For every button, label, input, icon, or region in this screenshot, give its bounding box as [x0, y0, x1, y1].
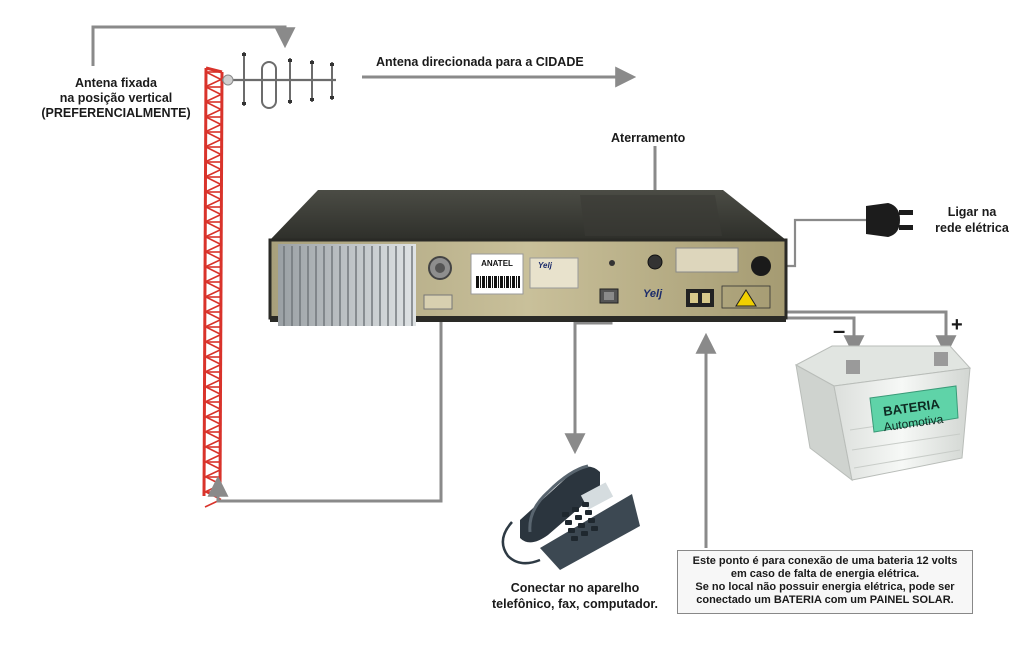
note-line-1: Este ponto é para conexão de uma bateria…	[692, 555, 958, 567]
power-socket	[751, 256, 771, 276]
power-plug-icon	[866, 203, 913, 237]
note-line-2: em caso de falta de energia elétrica.	[730, 568, 920, 580]
battery-minus-sign: –	[833, 318, 846, 343]
telephone-icon	[501, 464, 640, 570]
anatel-text: ANATEL	[481, 259, 513, 268]
grounding-label: Aterramento	[611, 131, 686, 145]
yagi-antenna	[222, 52, 336, 109]
spec-sticker	[529, 257, 579, 289]
antenna-direction-label: Antena direcionada para a CIDADE	[376, 55, 584, 69]
phone-label: Conectar no aparelho telefônico, fax, co…	[492, 581, 658, 611]
svg-text:Yelj: Yelj	[643, 288, 663, 300]
antenna-pointer-line	[91, 25, 296, 66]
note-line-3: Se no local não possuir energia elétrica…	[695, 581, 955, 593]
heatsink	[278, 244, 416, 326]
battery-note-box: Este ponto é para conexão de uma bateria…	[677, 550, 973, 614]
car-battery: BATERIA Automotiva	[794, 345, 972, 482]
transceiver-device: ANATEL Yelj Yelj	[268, 190, 788, 326]
battery-plus-sign: +	[951, 314, 963, 336]
battery-label	[869, 385, 959, 433]
note-line-4: conectado um BATERIA com um PAINEL SOLAR…	[696, 594, 954, 606]
antenna-cable-line	[207, 320, 443, 503]
power-label: Ligar na rede elétrica	[935, 205, 1009, 235]
phone-line	[564, 316, 613, 455]
antenna-fixed-label: Antena fixada na posição vertical (PREFE…	[41, 76, 191, 120]
svg-text:Yelj: Yelj	[538, 261, 553, 270]
antenna-tower	[202, 66, 224, 508]
